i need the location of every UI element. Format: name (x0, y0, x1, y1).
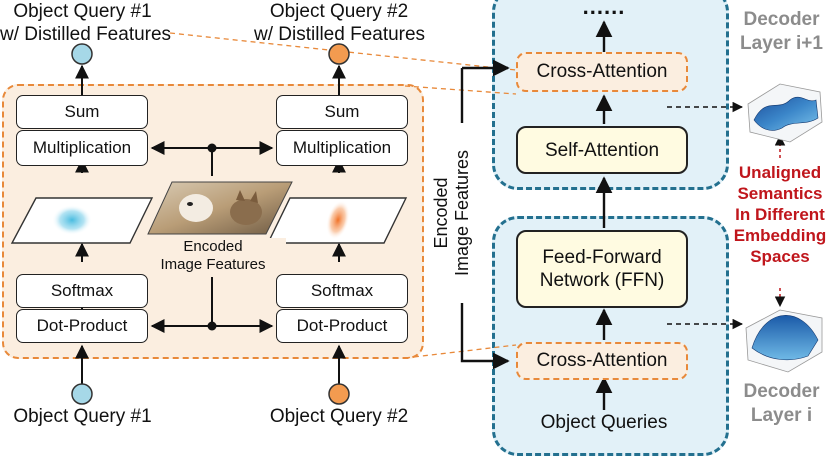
attention-map-plane-right (266, 197, 408, 244)
sum-box-left: Sum (16, 95, 148, 129)
junction-dot-upper (207, 143, 217, 153)
ellipsis-label: ...... (582, 0, 626, 19)
sum-box-right: Sum (276, 95, 408, 129)
unaligned-semantics-label: Unaligned Semantics In Different Embeddi… (733, 163, 827, 266)
multiplication-box-right: Multiplication (276, 130, 408, 166)
cross-attention-top-box: Cross-Attention (516, 52, 688, 92)
query2-input-label: Object Query #2 (269, 406, 409, 427)
junction-dot-lower (207, 321, 217, 331)
query2-input-node (328, 383, 350, 405)
ffn-box: Feed-Forward Network (FFN) (516, 230, 688, 308)
connector-layer (10, 20, 823, 410)
encoded-image-photo (147, 181, 293, 235)
attention-map-plane-left (10, 197, 154, 244)
object-queries-label: Object Queries (540, 412, 668, 433)
surface-plot-bottom-icon (745, 309, 823, 373)
query1-input-label: Object Query #1 (13, 406, 152, 427)
self-attention-box: Self-Attention (516, 126, 688, 174)
query1-output-node (71, 43, 93, 65)
surface-plot-top-icon (747, 83, 823, 143)
softmax-box-right: Softmax (276, 274, 408, 308)
dot-product-box-left: Dot-Product (16, 309, 148, 343)
query2-distilled-title: Object Query #2 w/ Distilled Features (254, 1, 426, 45)
encoded-features-side-label: Encoded Image Features (431, 123, 473, 303)
query1-distilled-title: Object Query #1 w/ Distilled Features (0, 1, 172, 45)
softmax-box-left: Softmax (16, 274, 148, 308)
multiplication-box-left: Multiplication (16, 130, 148, 166)
query2-output-node (328, 43, 350, 65)
cross-attention-bottom-box: Cross-Attention (516, 342, 688, 380)
query1-input-node (71, 383, 93, 405)
dot-product-box-right: Dot-Product (276, 309, 408, 343)
decoder-layer-bottom-label: Decoder Layer i (743, 381, 820, 426)
decoder-layer-top-label: Decoder Layer i+1 (740, 9, 823, 54)
encoded-image-caption: Encoded Image Features (140, 238, 286, 274)
